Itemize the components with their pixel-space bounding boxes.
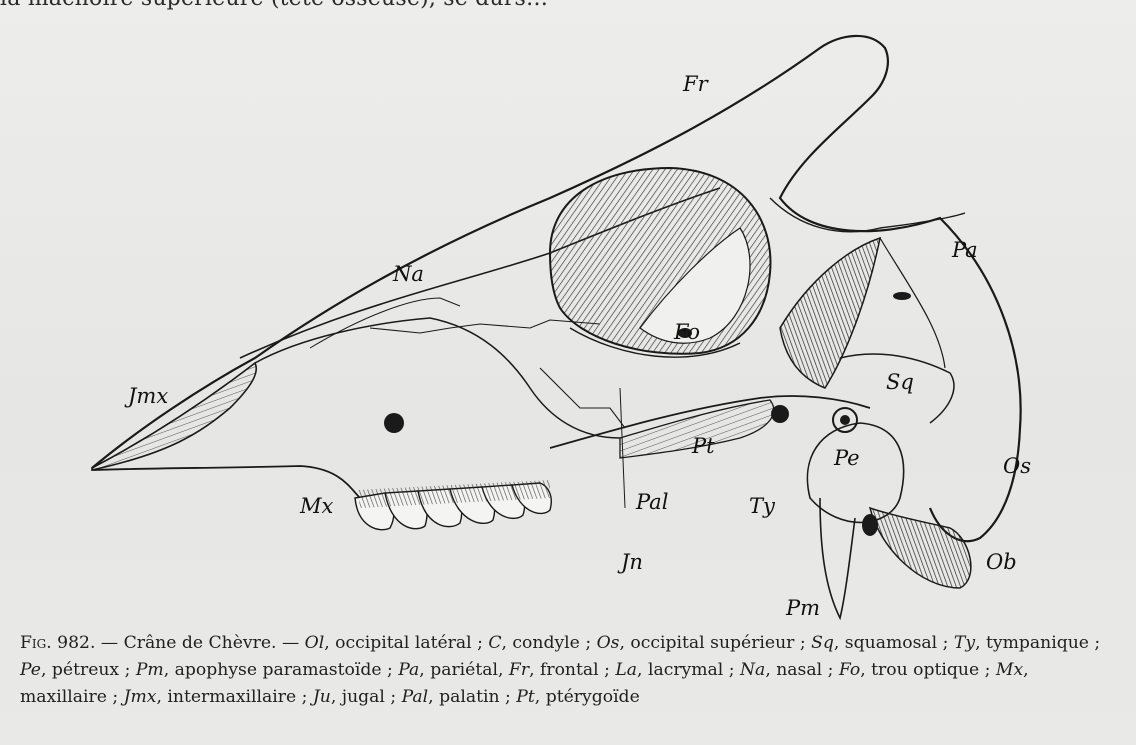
maxilla-outline: [255, 318, 620, 438]
caption-definition: , trou optique ;: [860, 660, 996, 680]
caption-abbr: Pa: [398, 660, 419, 680]
foramen-inner: [840, 415, 850, 425]
caption-abbr: Jmx: [124, 687, 157, 707]
small-foramen: [893, 292, 911, 300]
occipital-condyle: [870, 508, 971, 588]
maxilla-suture: [370, 320, 600, 333]
orbit: [550, 168, 770, 357]
caption-definition: , pariétal,: [419, 660, 509, 680]
caption-definition: , occipital supérieur ;: [620, 633, 812, 653]
caption-definition: , pétreux ;: [41, 660, 136, 680]
label-pt: Pt: [692, 434, 715, 458]
caption-abbr: Fo: [839, 660, 860, 680]
label-ty: Ty: [749, 494, 775, 518]
caption-definition: , condyle ;: [502, 633, 597, 653]
caption-title: — Crâne de Chèvre. —: [101, 633, 299, 653]
caption-abbr: C: [488, 633, 501, 653]
caption-abbr: Mx: [996, 660, 1023, 680]
maxillary-foramen: [384, 413, 404, 433]
label-jn: Jn: [621, 550, 643, 574]
label-os: Os: [1003, 454, 1031, 478]
caption-definition: , jugal ;: [331, 687, 402, 707]
caption-abbr: La: [615, 660, 637, 680]
caption-abbr: Ty: [954, 633, 975, 653]
goat-skull-figure: Fr Pa Na Fo Sq Jmx Pt Pe Os Mx Pal Ty Jn…: [80, 28, 1080, 618]
parietal-suture: [880, 238, 945, 368]
caption-definition: , squamosal ;: [834, 633, 954, 653]
label-sq: Sq: [886, 370, 914, 394]
caption-abbr: Pt: [516, 687, 534, 707]
caption-abbr: Pe: [20, 660, 41, 680]
label-ob: Ob: [986, 550, 1017, 574]
caption-abbr: Pal: [402, 687, 429, 707]
tympanic-bulla: [807, 423, 903, 522]
caption-definition: , nasal ;: [765, 660, 839, 680]
caption-definition: , tympanique ;: [975, 633, 1100, 653]
condylar-foramen: [862, 514, 878, 536]
label-jmx: Jmx: [128, 384, 168, 408]
caption-definition: , frontal ;: [529, 660, 615, 680]
caption-definition: , palatin ;: [428, 687, 516, 707]
caption-definition: , lacrymal ;: [637, 660, 740, 680]
caption-abbr: Ol: [305, 633, 325, 653]
caption-definition: , occipital latéral ;: [324, 633, 488, 653]
label-pm: Pm: [786, 596, 820, 620]
caption-abbr: Na: [740, 660, 765, 680]
label-fo: Fo: [674, 320, 700, 344]
caption-abbr: Sq: [811, 633, 834, 653]
skull-engraving: [80, 28, 1080, 618]
label-pal: Pal: [636, 490, 668, 514]
caption-definition: , apophyse paramastoïde ;: [164, 660, 398, 680]
figure-caption: Fig. 982. — Crâne de Chèvre. — Ol, occip…: [20, 630, 1120, 711]
caption-definition: , ptérygoïde: [535, 687, 640, 707]
paramastoid-process: [820, 498, 855, 618]
label-fr: Fr: [683, 72, 708, 96]
temporal-fossa: [780, 238, 880, 388]
label-na: Na: [393, 262, 424, 286]
caption-abbr: Pm: [136, 660, 164, 680]
jugal-suture: [540, 368, 625, 428]
label-mx: Mx: [300, 494, 333, 518]
foramen-dark: [771, 405, 789, 423]
figure-number: Fig. 982.: [20, 633, 95, 653]
label-pe: Pe: [834, 446, 860, 470]
caption-abbr: Os: [597, 633, 620, 653]
cut-off-text-line: la mâchoire supérieure (tête osseuse), s…: [0, 0, 1136, 11]
label-pa: Pa: [952, 238, 978, 262]
intermaxillary-bone: [92, 363, 256, 470]
caption-abbr: Ju: [313, 687, 331, 707]
caption-definition: , intermaxillaire ;: [156, 687, 312, 707]
caption-abbr: Fr: [509, 660, 529, 680]
